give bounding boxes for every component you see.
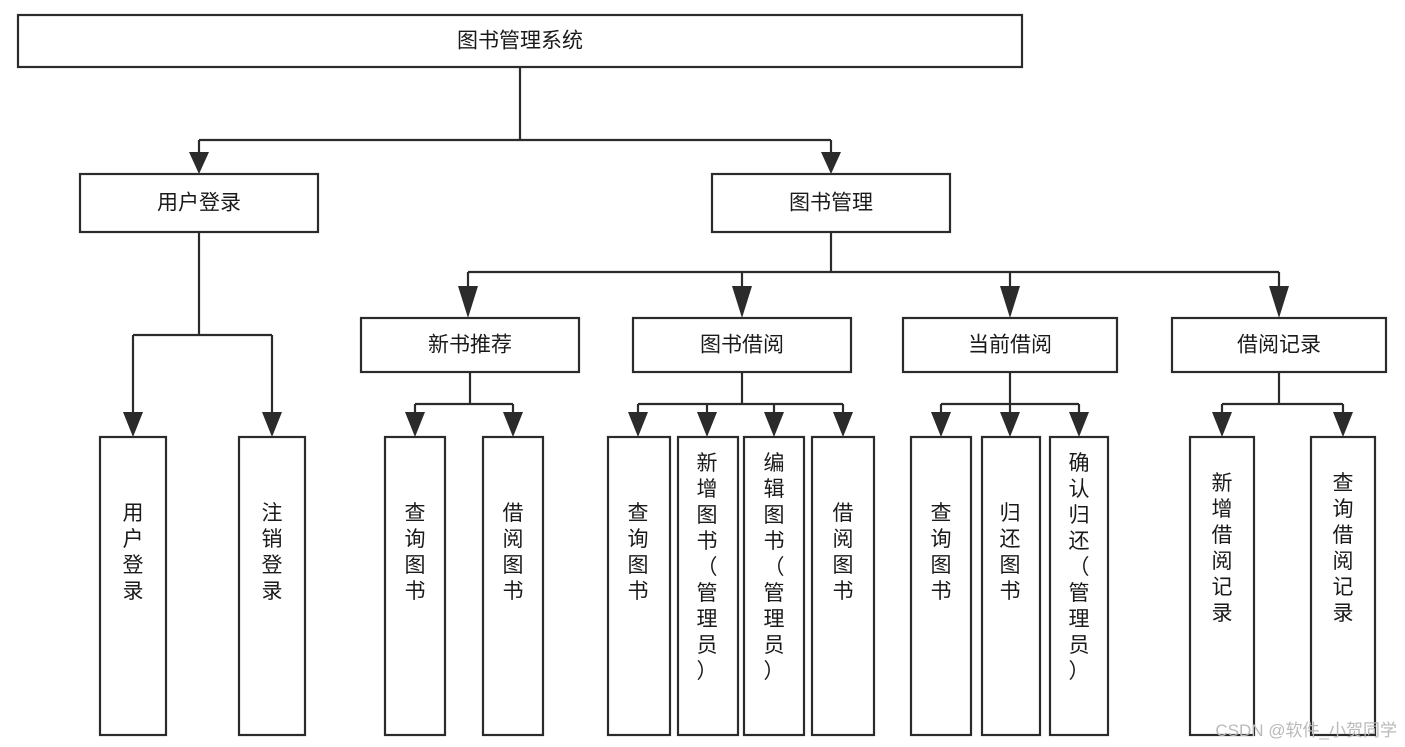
arrow-to-leaf-query-borrow-record <box>1333 412 1353 437</box>
node-leaf-user-logout[interactable]: 注销登录 <box>237 435 307 737</box>
arrow-to-leaf-borrow-book-1 <box>503 412 523 437</box>
node-leaf-query-book-1-label: 查询图书 <box>405 502 426 603</box>
node-leaf-edit-book-label: 编辑图书（管理员） <box>764 452 785 683</box>
node-root-label: 图书管理系统 <box>457 30 583 53</box>
node-leaf-query-book-2-label: 查询图书 <box>628 502 649 603</box>
connector-user-login-trunk <box>131 232 274 418</box>
node-current-borrow-label: 当前借阅 <box>968 334 1052 357</box>
node-leaf-confirm-return[interactable]: 确认归还（管理员） <box>1048 435 1110 737</box>
arrow-to-current-borrow <box>1000 286 1020 318</box>
node-new-book-recommend-label: 新书推荐 <box>428 334 512 357</box>
arrow-to-book-borrow <box>732 286 752 318</box>
node-leaf-user-login-label: 用户登录 <box>123 502 144 603</box>
arrow-to-leaf-add-borrow-record <box>1212 412 1232 437</box>
node-current-borrow[interactable]: 当前借阅 <box>901 316 1119 374</box>
node-user-login[interactable]: 用户登录 <box>78 172 320 234</box>
node-leaf-user-logout-label: 注销登录 <box>262 502 283 603</box>
node-leaf-return-book[interactable]: 归还图书 <box>980 435 1042 737</box>
arrow-to-leaf-edit-book <box>764 412 784 437</box>
arrow-to-leaf-query-book-1 <box>405 412 425 437</box>
arrow-to-new-book-recommend <box>458 286 478 318</box>
node-leaf-edit-book[interactable]: 编辑图书（管理员） <box>742 435 806 737</box>
arrow-to-leaf-borrow-book-2 <box>833 412 853 437</box>
node-leaf-add-book[interactable]: 新增图书（管理员） <box>676 435 740 737</box>
node-book-borrow-label: 图书借阅 <box>700 334 784 357</box>
arrow-to-borrow-records <box>1269 286 1289 318</box>
connector-root-trunk <box>197 67 833 156</box>
node-leaf-borrow-book-1-label: 借阅图书 <box>503 502 524 603</box>
connector-current-borrow-trunk <box>939 372 1081 418</box>
node-root[interactable]: 图书管理系统 <box>16 13 1024 69</box>
node-borrow-records-label: 借阅记录 <box>1237 334 1321 357</box>
node-leaf-query-borrow-record-label: 查询借阅记录 <box>1333 472 1354 625</box>
node-leaf-return-book-label: 归还图书 <box>1000 502 1021 603</box>
csdn-watermark: CSDN @软件_小贺同学 <box>1215 721 1397 740</box>
arrow-to-leaf-query-book-2 <box>628 412 648 437</box>
node-leaf-borrow-book-2-label: 借阅图书 <box>833 502 854 603</box>
node-leaf-user-login[interactable]: 用户登录 <box>98 435 168 737</box>
connector-new-book-recommend-trunk <box>413 372 515 418</box>
node-book-borrow[interactable]: 图书借阅 <box>631 316 853 374</box>
node-user-login-label: 用户登录 <box>157 192 241 215</box>
node-leaf-query-book-1[interactable]: 查询图书 <box>383 435 447 737</box>
arrow-to-book-management <box>821 152 841 174</box>
node-leaf-borrow-book-2[interactable]: 借阅图书 <box>810 435 876 737</box>
node-leaf-add-book-label: 新增图书（管理员） <box>697 452 718 683</box>
arrow-to-leaf-confirm-return <box>1069 412 1089 437</box>
node-leaf-borrow-book-1[interactable]: 借阅图书 <box>481 435 545 737</box>
arrow-to-user-login <box>189 152 209 174</box>
connector-borrow-records-trunk <box>1220 372 1345 418</box>
node-new-book-recommend[interactable]: 新书推荐 <box>359 316 581 374</box>
connector-layer <box>123 67 1353 437</box>
arrow-to-leaf-user-login <box>123 412 143 437</box>
arrow-to-leaf-return-book <box>1000 412 1020 437</box>
node-leaf-confirm-return-label: 确认归还（管理员） <box>1069 452 1090 683</box>
node-layer: 图书管理系统 用户登录 图书管理 新书推荐 图书借阅 <box>16 13 1388 737</box>
connector-book-borrow-trunk <box>636 372 845 418</box>
arrow-to-leaf-query-book-3 <box>931 412 951 437</box>
connector-book-management-trunk <box>466 232 1281 290</box>
node-leaf-query-borrow-record[interactable]: 查询借阅记录 <box>1309 435 1377 737</box>
node-leaf-query-book-2[interactable]: 查询图书 <box>606 435 672 737</box>
node-book-management[interactable]: 图书管理 <box>710 172 952 234</box>
node-leaf-query-book-3-label: 查询图书 <box>931 502 952 603</box>
arrow-to-leaf-user-logout <box>262 412 282 437</box>
arrow-to-leaf-add-book <box>697 412 717 437</box>
node-leaf-query-book-3[interactable]: 查询图书 <box>909 435 973 737</box>
node-leaf-add-borrow-record-label: 新增借阅记录 <box>1212 472 1233 625</box>
node-book-management-label: 图书管理 <box>789 192 873 215</box>
node-borrow-records[interactable]: 借阅记录 <box>1170 316 1388 374</box>
node-leaf-add-borrow-record[interactable]: 新增借阅记录 <box>1188 435 1256 737</box>
